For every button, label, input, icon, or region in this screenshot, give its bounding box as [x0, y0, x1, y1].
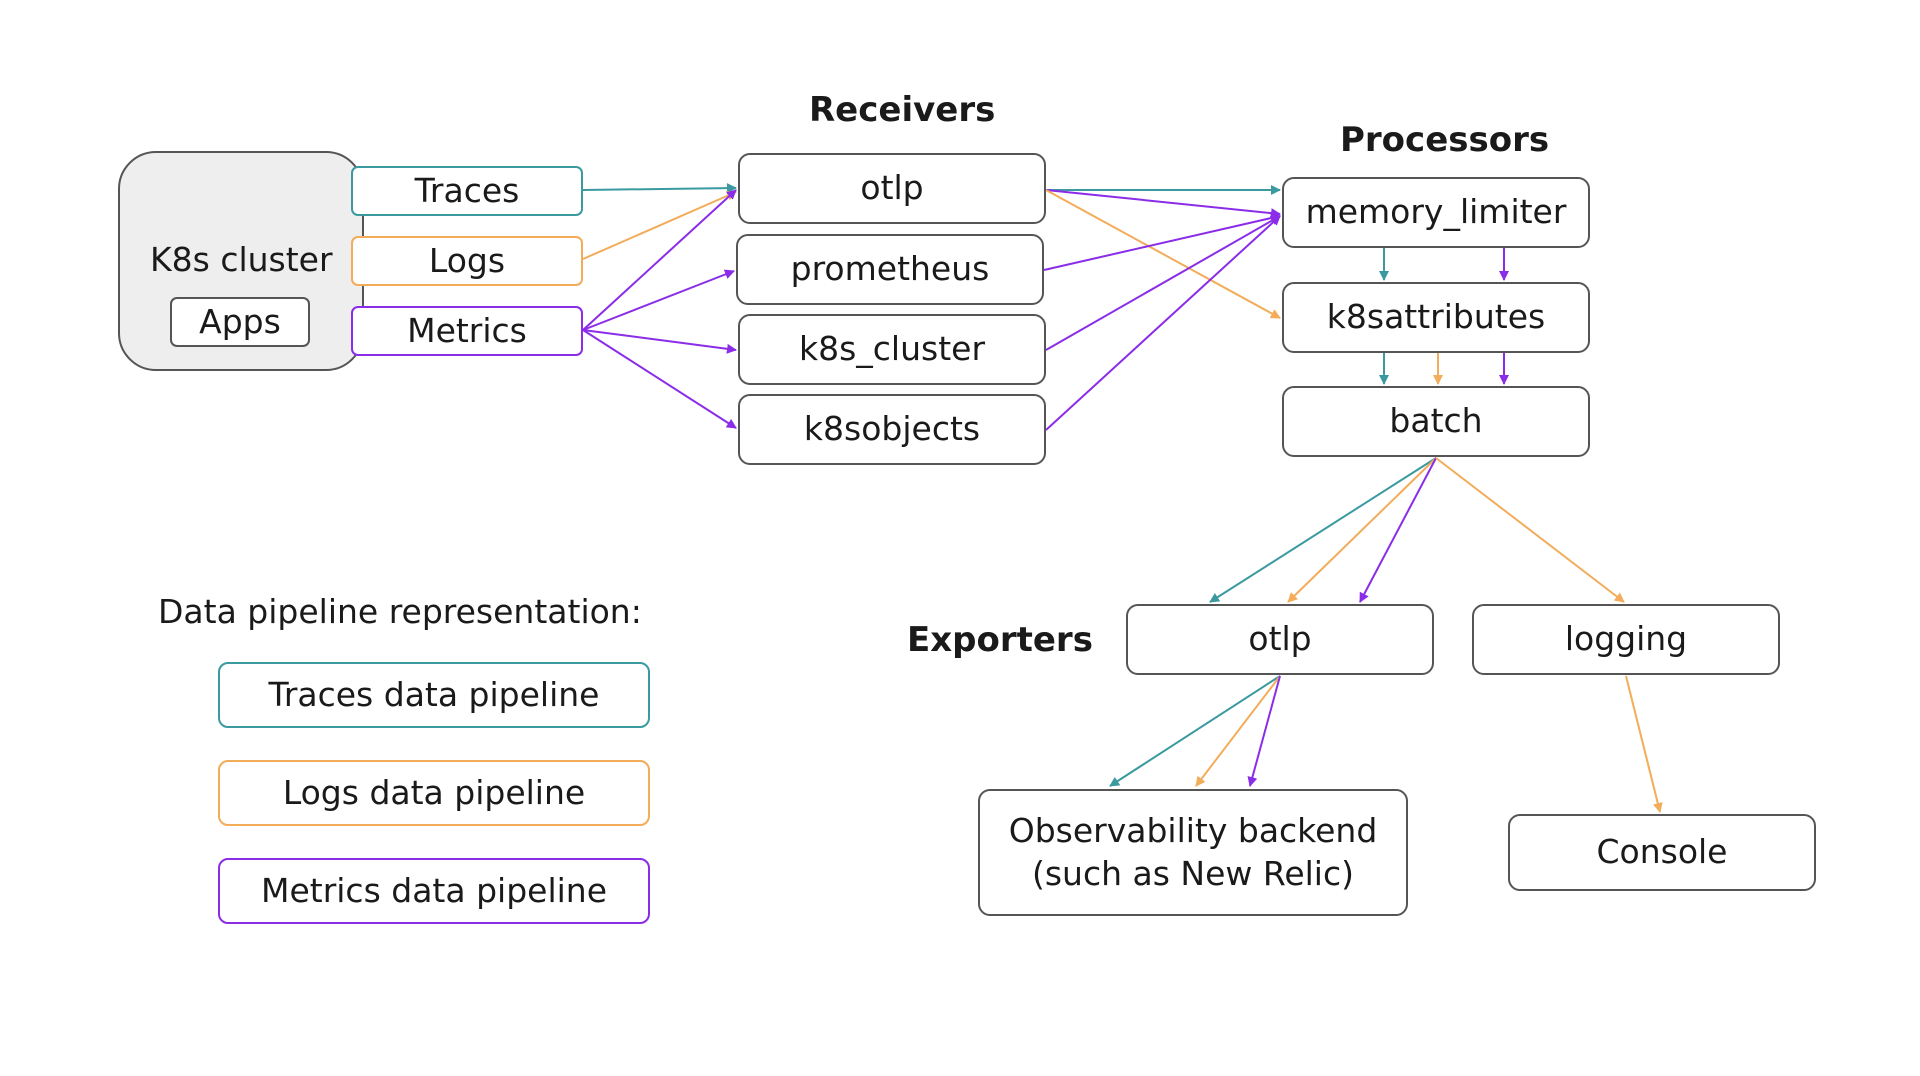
- arrow-otlp-metrics-to-memory-limiter: [1045, 189, 1281, 219]
- arrow-batch-to-otlp-exporter-metrics: [1359, 457, 1437, 603]
- receiver-otlp: otlp: [738, 153, 1046, 224]
- arrow-prometheus-to-memory-limiter: [1043, 213, 1281, 271]
- signal-logs: Logs: [351, 236, 583, 286]
- arrow-traces-to-otlp-receiver: [582, 183, 737, 194]
- legend-logs: Logs data pipeline: [218, 760, 650, 826]
- console-box: Console: [1508, 814, 1816, 891]
- signal-traces: Traces: [351, 166, 583, 216]
- arrow-batch-to-logging-exporter: [1435, 457, 1625, 603]
- arrow-metrics-to-otlp-receiver: [582, 189, 737, 331]
- receiver-k8s-cluster: k8s_cluster: [738, 314, 1046, 385]
- backend-label-line2: (such as New Relic): [1031, 853, 1354, 893]
- arrow-k8s-cluster-to-memory-limiter: [1045, 215, 1281, 351]
- legend-metrics: Metrics data pipeline: [218, 858, 650, 924]
- arrow-logging-to-console: [1625, 675, 1663, 813]
- exporters-title: Exporters: [907, 620, 1093, 660]
- receivers-title: Receivers: [809, 90, 996, 130]
- backend-label-line1: Observability backend: [1008, 810, 1378, 850]
- arrow-otlp-to-backend-traces: [1109, 675, 1281, 787]
- arrow-logs-to-otlp-receiver: [582, 191, 737, 260]
- arrow-otlp-to-backend-metrics: [1247, 675, 1281, 787]
- arrow-metrics-to-k8s-cluster: [582, 329, 737, 354]
- arrow-batch-to-otlp-exporter-traces: [1209, 457, 1437, 603]
- k8s-cluster-label: K8s cluster: [150, 240, 333, 279]
- arrow-otlp-to-backend-logs: [1195, 675, 1281, 787]
- receiver-prometheus: prometheus: [736, 234, 1044, 305]
- legend-traces: Traces data pipeline: [218, 662, 650, 728]
- arrow-k8sobjects-to-memory-limiter: [1045, 215, 1281, 431]
- observability-backend-box: Observability backend (such as New Relic…: [978, 789, 1408, 916]
- arrow-batch-to-otlp-exporter-logs: [1287, 457, 1437, 603]
- exporter-logging: logging: [1472, 604, 1780, 675]
- processor-batch: batch: [1282, 386, 1590, 457]
- processors-title: Processors: [1340, 120, 1550, 160]
- processor-memory-limiter: memory_limiter: [1282, 177, 1590, 248]
- arrow-otlp-logs-to-k8sattributes: [1045, 189, 1281, 319]
- signal-metrics: Metrics: [351, 306, 583, 356]
- arrow-metrics-to-prometheus: [582, 269, 735, 331]
- exporter-otlp: otlp: [1126, 604, 1434, 675]
- arrow-metrics-to-k8sobjects: [582, 329, 737, 429]
- apps-box: Apps: [170, 297, 310, 347]
- receiver-k8sobjects: k8sobjects: [738, 394, 1046, 465]
- processor-k8sattributes: k8sattributes: [1282, 282, 1590, 353]
- legend-title: Data pipeline representation:: [158, 592, 642, 631]
